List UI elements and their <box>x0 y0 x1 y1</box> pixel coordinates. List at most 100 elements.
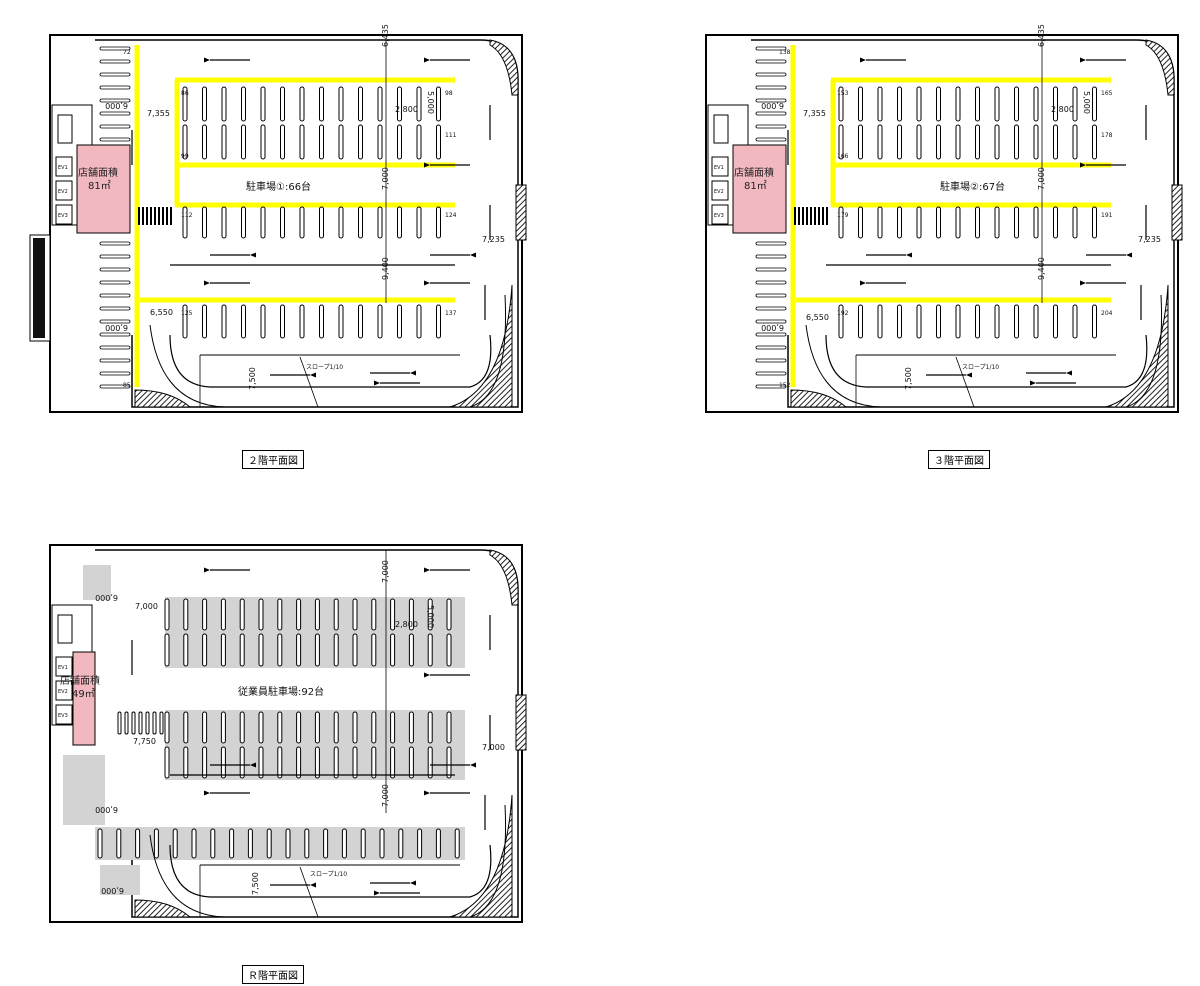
parking-stall <box>352 711 358 744</box>
parking-stall <box>755 98 787 103</box>
parking-stall <box>936 206 941 239</box>
direction-arrow-icon <box>1066 370 1072 376</box>
dim-top-left: 7,355 <box>147 109 170 118</box>
elevator <box>711 180 729 201</box>
parking-stall <box>755 111 787 116</box>
crosswalk <box>798 207 800 225</box>
parking-stall <box>241 124 246 160</box>
elevator-label: EV2 <box>58 689 68 695</box>
dim-ramp-vert: 7,500 <box>251 872 260 895</box>
elevator <box>711 156 729 177</box>
crosswalk <box>138 711 143 735</box>
parking-stall <box>99 124 131 129</box>
parking-stall <box>299 86 305 122</box>
parking-stall <box>220 711 226 744</box>
dim-stall-width: 2,800 <box>395 620 418 629</box>
stall-number: 124 <box>445 212 457 219</box>
parking-stall <box>229 828 235 859</box>
dim-bottom-left: 6,550 <box>150 308 173 317</box>
parking-stall <box>338 86 344 122</box>
stall-number: 191 <box>1101 212 1113 219</box>
direction-arrow-icon <box>204 280 210 286</box>
stall-number: 99 <box>181 153 189 160</box>
parking-stall <box>99 59 131 64</box>
parking-stall <box>955 124 961 160</box>
hatched-wall <box>134 389 192 408</box>
parking-stall <box>416 206 422 239</box>
parking-stall <box>99 254 131 259</box>
parking-stall <box>1014 86 1019 122</box>
elevator-label: EV3 <box>58 713 68 719</box>
parking-stall <box>377 304 383 339</box>
parking-stall <box>417 828 423 859</box>
parking-stall <box>258 746 264 779</box>
parking-stall <box>277 746 283 779</box>
parking-stall <box>280 86 285 122</box>
crosswalk <box>826 207 828 225</box>
dim-left-a: 6,000 <box>105 101 128 110</box>
parking-stall <box>99 384 131 389</box>
parking-stall <box>897 206 902 239</box>
hatched-wall <box>1145 39 1175 96</box>
parking-stall <box>221 124 227 160</box>
parking-stall <box>755 85 787 90</box>
crosswalk <box>158 207 160 225</box>
parking-stall <box>241 206 246 239</box>
parking-stall <box>352 746 358 779</box>
crosswalk <box>145 711 150 735</box>
parking-stall <box>454 828 460 859</box>
parking-stall <box>280 124 285 160</box>
parking-stall <box>955 304 961 339</box>
parking-stall <box>183 746 189 779</box>
parking-stall <box>260 304 266 339</box>
parking-stall <box>1033 124 1039 160</box>
stair <box>57 614 73 644</box>
parking-stall <box>858 86 863 122</box>
parking-stall <box>379 828 385 859</box>
parking-stall <box>164 746 170 779</box>
parking-stall <box>397 304 402 339</box>
ramp-edge <box>299 356 319 408</box>
crosswalk <box>138 207 140 225</box>
ramp-curve <box>149 294 507 408</box>
parking-stall <box>1053 86 1058 122</box>
parking-stall <box>427 711 433 744</box>
parking-stall <box>377 206 383 239</box>
parking-stall <box>436 304 441 339</box>
parking-stall <box>277 633 283 667</box>
parking-stall <box>99 267 131 272</box>
caption-rf: Ｒ階平面図 <box>242 965 304 984</box>
parking-stall <box>1014 124 1019 160</box>
parking-stall <box>1014 206 1019 239</box>
elevator <box>55 180 73 201</box>
parking-stall <box>390 598 396 631</box>
parking-stall <box>360 828 366 859</box>
ramp-label: スロープ1/10 <box>310 871 347 878</box>
parking-stall <box>241 304 246 339</box>
parking-stall <box>936 124 941 160</box>
parking-stall <box>1033 206 1039 239</box>
parking-stall <box>975 206 980 239</box>
crosswalk <box>142 207 144 225</box>
elevator <box>55 704 73 725</box>
dim-left-a: 6,000 <box>761 101 784 110</box>
elevator-label: EV1 <box>58 665 68 671</box>
parking-stall <box>99 358 131 363</box>
crosswalk <box>159 711 164 735</box>
parking-stall <box>1092 206 1097 239</box>
parking-stall <box>858 124 863 160</box>
parking-stall <box>183 633 189 667</box>
dim-left-b: 6,000 <box>761 323 784 332</box>
parking-stall <box>358 124 363 160</box>
parking-stall <box>436 206 441 239</box>
shop-area-value: 81㎡ <box>744 180 767 192</box>
parking-stall <box>416 124 422 160</box>
parking-stall <box>975 124 980 160</box>
direction-arrow-icon <box>250 762 256 768</box>
parking-stall <box>446 633 452 667</box>
parking-stall <box>897 86 902 122</box>
parking-stall <box>221 206 227 239</box>
stall-number: 138 <box>779 49 791 56</box>
parking-stall <box>100 865 140 895</box>
